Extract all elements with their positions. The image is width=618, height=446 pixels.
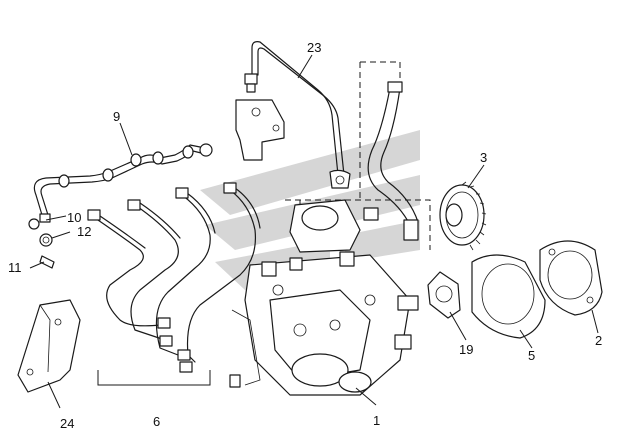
callout-9: 9 (113, 109, 120, 124)
large-gasket (471, 254, 546, 339)
callout-2: 2 (595, 333, 602, 348)
callout-10: 10 (67, 210, 81, 225)
return-pipe-assembly (235, 41, 351, 189)
cover-plate (539, 240, 603, 316)
banjo-fittings (28, 213, 55, 269)
leak-off-line (33, 143, 213, 216)
leak-off-hose (363, 81, 419, 241)
callout-6: 6 (153, 414, 160, 429)
callout-24: 24 (60, 416, 74, 431)
callout-11: 11 (8, 260, 22, 275)
leader-lines (29, 54, 599, 409)
drive-gear (439, 181, 487, 251)
callout-3: 3 (480, 150, 487, 165)
callout-12: 12 (77, 224, 91, 239)
callout-labels: 23 9 3 10 12 11 19 5 2 1 6 24 (8, 40, 602, 431)
mounting-bracket (17, 299, 81, 393)
callout-19: 19 (459, 342, 473, 357)
callout-5: 5 (528, 348, 535, 363)
callout-23: 23 (307, 40, 321, 55)
small-gasket (427, 271, 461, 319)
injection-pump (229, 199, 419, 396)
callout-1: 1 (373, 413, 380, 428)
injection-pipes (87, 182, 261, 386)
